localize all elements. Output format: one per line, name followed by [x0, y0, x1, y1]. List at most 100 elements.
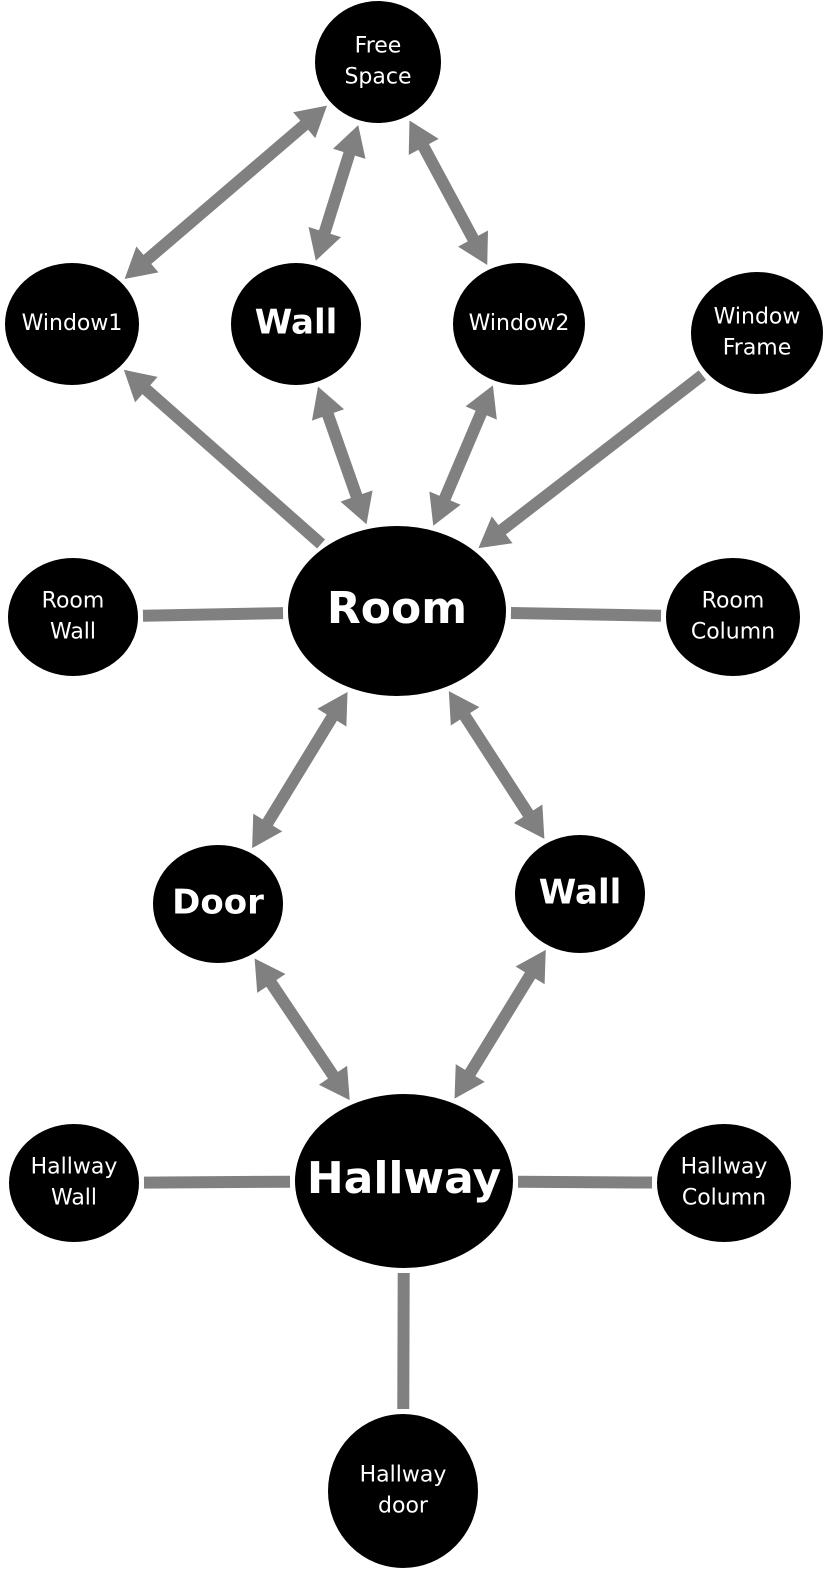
edge-door-hallway	[254, 958, 350, 1101]
edge-free_space-wall_top	[308, 125, 366, 261]
node-label: Free	[355, 34, 402, 59]
edge-hallway_wall-hallway	[143, 1175, 291, 1189]
edge-line	[321, 411, 363, 500]
node-label: Wall	[50, 619, 96, 644]
arrowhead	[293, 105, 328, 139]
edge-line	[261, 712, 339, 828]
node-label: Window	[714, 305, 801, 330]
node-label: Room	[327, 583, 467, 634]
edge-line	[417, 142, 480, 244]
node-label: Door	[172, 883, 264, 923]
edge-line	[265, 978, 340, 1081]
arrowhead	[333, 125, 366, 159]
arrowhead	[311, 386, 345, 421]
node-door: Door	[151, 843, 285, 965]
edge-room-door	[252, 692, 348, 849]
edge-room-wall_mid	[448, 691, 545, 839]
edge-line	[140, 383, 326, 549]
node-room: Room	[286, 524, 508, 698]
edge-room-window2	[429, 385, 497, 526]
arrowhead	[254, 958, 286, 993]
node-label: Frame	[723, 335, 792, 360]
node-circle	[655, 1122, 793, 1244]
node-circle	[293, 1092, 515, 1270]
arrowhead	[513, 804, 545, 839]
node-label: door	[378, 1493, 429, 1518]
node-label: Column	[682, 1185, 766, 1210]
node-circle	[151, 843, 285, 965]
edge-line	[143, 1175, 291, 1189]
arrowhead	[252, 813, 283, 849]
edge-line	[496, 370, 707, 536]
arrowhead	[308, 226, 341, 261]
arrowhead	[318, 1065, 350, 1101]
node-label: Hallway	[360, 1463, 447, 1488]
node-circle	[451, 261, 587, 387]
arrowhead	[429, 491, 461, 526]
edge-line	[464, 970, 537, 1078]
arrowhead	[465, 385, 497, 420]
node-label: Hallway	[31, 1155, 118, 1180]
node-label: Window2	[469, 311, 570, 336]
edge-line	[141, 119, 310, 266]
edge-line	[318, 150, 356, 236]
edge-free_space-window1	[124, 105, 328, 279]
node-circle	[664, 556, 802, 678]
node-label: Space	[344, 64, 411, 89]
arrowhead	[408, 120, 439, 155]
edge-line	[142, 607, 284, 622]
node-circle	[229, 261, 363, 387]
node-circle	[513, 833, 647, 955]
arrowhead	[454, 1064, 485, 1099]
edge-wall_mid-hallway	[454, 949, 546, 1099]
arrowhead	[448, 691, 480, 726]
edge-line	[510, 607, 662, 622]
arrowhead	[124, 246, 159, 279]
node-hallway: Hallway	[293, 1092, 515, 1270]
node-circle	[3, 261, 141, 387]
arrowhead	[515, 949, 546, 985]
arrowhead	[458, 230, 488, 265]
node-circle	[6, 556, 140, 678]
node-label: Wall	[255, 303, 338, 343]
node-label: Wall	[51, 1185, 97, 1210]
node-label: Window1	[22, 311, 123, 336]
node-label: Hallway	[681, 1155, 768, 1180]
node-circle	[326, 1412, 480, 1570]
edge-line	[438, 408, 488, 503]
node-label: Hallway	[307, 1153, 501, 1204]
edge-window_frame-room	[478, 370, 707, 549]
edge-hallway-hallway_column	[517, 1175, 653, 1189]
node-hallway-door: Hallway door	[326, 1412, 480, 1570]
arrowhead	[317, 692, 348, 727]
edge-room-room_column	[510, 607, 662, 622]
edge-line	[517, 1175, 653, 1189]
node-label: Room	[42, 589, 105, 614]
node-circle	[313, 0, 443, 125]
node-label: Wall	[539, 873, 622, 913]
node-circle	[7, 1122, 141, 1244]
node-window1: Window1	[3, 261, 141, 387]
node-window2: Window2	[451, 261, 587, 387]
node-label: Room	[702, 589, 765, 614]
node-label: Column	[691, 619, 775, 644]
edge-room_wall-room	[142, 607, 284, 622]
arrowhead	[478, 516, 513, 549]
edge-line	[458, 711, 535, 819]
arrowhead	[123, 369, 158, 403]
arrowhead	[340, 490, 373, 525]
edge-room-window1	[123, 369, 326, 549]
node-circle	[286, 524, 508, 698]
node-wall-mid: Wall	[513, 833, 647, 955]
node-wall-top: Wall	[229, 261, 363, 387]
node-circle	[689, 270, 825, 396]
edges-layer	[123, 105, 707, 1410]
edge-room-wall_top	[311, 386, 373, 525]
